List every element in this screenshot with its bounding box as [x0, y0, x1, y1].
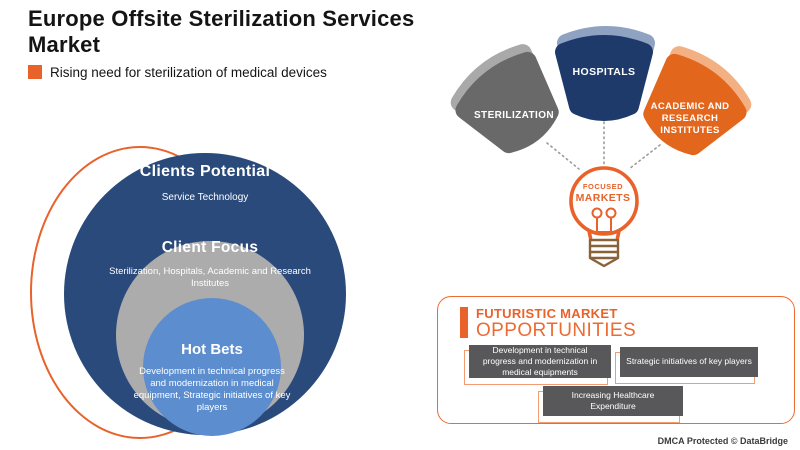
page-subtitle: Rising need for sterilization of medical…	[50, 64, 327, 80]
venn-outer-title: Clients Potential	[139, 163, 271, 180]
opportunity-item-1: Development in technical progress and mo…	[464, 345, 611, 385]
opportunity-item-3: Increasing Healthcare Expenditure	[538, 386, 683, 423]
petal-academic	[643, 46, 752, 156]
petal-label-sterilization: STERILIZATION	[473, 110, 554, 121]
heading-text: FUTURISTIC MARKET OPPORTUNITIES	[476, 306, 637, 342]
bullet-square-icon	[28, 65, 42, 80]
opportunities-heading: FUTURISTIC MARKET OPPORTUNITIES	[460, 306, 637, 342]
opportunities-panel: FUTURISTIC MARKET OPPORTUNITIES Developm…	[437, 296, 795, 424]
dashed-connectors	[546, 121, 661, 170]
opportunity-item-2: Strategic initiatives of key players	[615, 347, 758, 384]
lightbulb-icon	[569, 166, 639, 268]
venn-outer-subtitle: Service Technology	[161, 192, 249, 203]
subtitle-row: Rising need for sterilization of medical…	[28, 65, 468, 80]
venn-inner-subtitle: Development in technical progress and mo…	[133, 366, 291, 413]
header: Europe Offsite Sterilization Services Ma…	[28, 6, 468, 80]
bulb-label-line2: MARKETS	[575, 192, 631, 204]
venn-inner-title: Hot Bets	[181, 341, 243, 358]
heading-line2: OPPORTUNITIES	[476, 320, 637, 342]
petal-label-hospitals: HOSPITALS	[572, 66, 636, 78]
venn-middle-subtitle: Sterilization, Hospitals, Academic and R…	[109, 266, 311, 289]
venn-circle-hot-bets	[143, 298, 281, 436]
venn-middle-title: Client Focus	[161, 239, 259, 256]
heading-accent-bar	[460, 307, 468, 338]
petal-hospitals	[555, 26, 655, 121]
heading-line1: FUTURISTIC MARKET	[476, 306, 618, 321]
focused-markets-graphic	[450, 26, 752, 268]
petal-label-academic: ACADEMIC AND RESEARCH INSTITUTES	[650, 101, 730, 136]
page-title: Europe Offsite Sterilization Services Ma…	[28, 6, 415, 57]
copyright-text: DMCA Protected © DataBridge	[657, 436, 788, 446]
bulb-label-line1: FOCUSED	[582, 182, 624, 191]
bulb-label: FOCUSED MARKETS	[567, 182, 639, 204]
petal-sterilization	[450, 44, 559, 154]
